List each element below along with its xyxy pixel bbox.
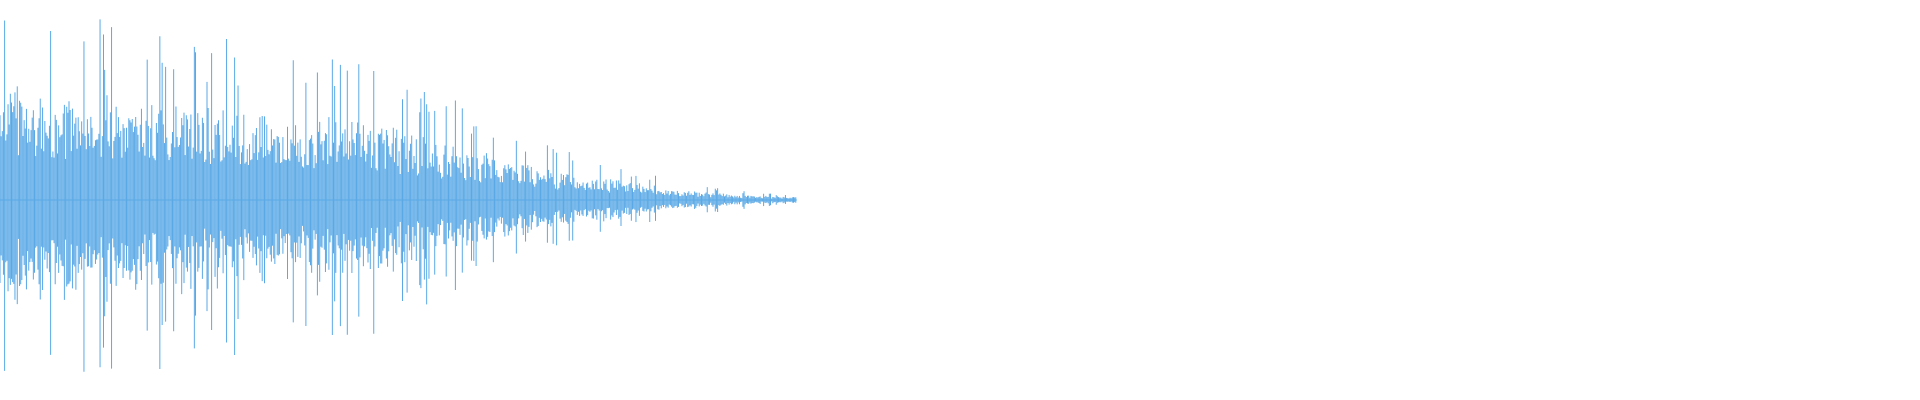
audio-waveform xyxy=(0,19,797,372)
waveform-canvas xyxy=(0,19,797,372)
